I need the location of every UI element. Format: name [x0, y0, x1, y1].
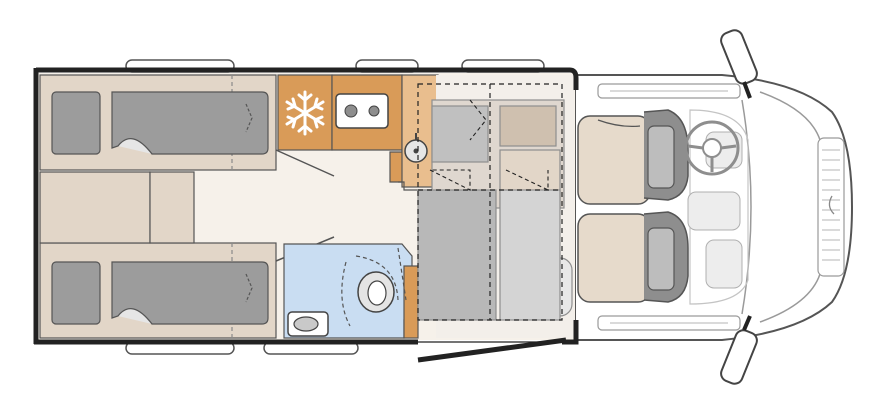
mirror-top-icon	[720, 29, 758, 85]
kitchen	[277, 74, 440, 191]
bathroom	[283, 243, 419, 339]
mirror-bottom-icon	[720, 329, 758, 385]
dinette-bench-right	[499, 189, 561, 321]
burner-right-icon	[368, 105, 380, 117]
burner-left-icon	[344, 104, 358, 118]
bath-door-unit	[403, 265, 419, 339]
front-logo-icon	[828, 195, 835, 215]
snowflake-icon	[285, 90, 325, 136]
driver-seat-icon	[577, 109, 689, 205]
pillow-top-icon	[51, 91, 101, 155]
front-grille	[817, 137, 845, 277]
hob-icon	[335, 93, 389, 129]
dinette-bench-bottom	[417, 189, 497, 321]
dashboard	[689, 109, 749, 305]
steering-wheel-icon	[684, 120, 740, 176]
rear-bench	[431, 105, 489, 163]
dash-console-lower	[705, 239, 743, 289]
side-mirrors	[720, 29, 758, 385]
passenger-seat-icon	[577, 211, 689, 303]
rear-bed-area	[39, 74, 277, 339]
windshield-line	[741, 99, 752, 315]
entry-door-icon	[417, 337, 567, 363]
dash-console	[687, 191, 741, 231]
rear-step-left	[39, 171, 151, 244]
dinette	[417, 75, 574, 338]
front-table-panel	[499, 105, 557, 147]
rear-step-right	[149, 171, 195, 244]
grille-slats	[822, 149, 840, 261]
outer-walls	[33, 67, 579, 345]
shower-curve	[341, 261, 351, 327]
pillow-bottom-icon	[51, 261, 101, 325]
